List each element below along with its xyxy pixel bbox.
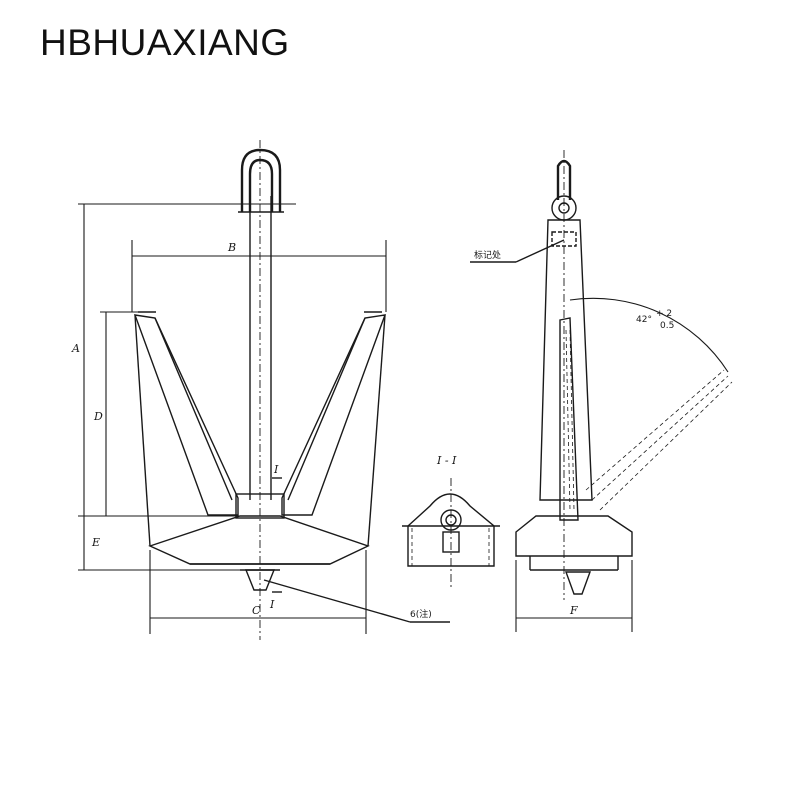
front-shackle [240,148,282,212]
front-left-fluke [133,314,239,516]
front-crown-boss [235,493,285,519]
angle-tol-lower: 0.5 [660,321,674,331]
dim-a-label: A [71,342,80,355]
note-label: 6(注) [410,608,432,620]
side-base [515,515,633,557]
angle-arc [569,297,729,373]
front-dimensions: B A D E C [71,203,387,634]
angle-label: 42° [636,315,652,325]
front-right-fluke [281,314,387,516]
dim-c-label: C [252,604,261,617]
dim-b-label: B [227,241,236,254]
section-mark-bottom: I [269,598,275,611]
section-mark-top: I [273,463,279,476]
section-title: I - I [436,454,457,467]
front-crown [148,515,370,565]
mark-location-label: 标记处 [474,249,501,261]
mark-leader [515,239,565,263]
front-right-fluke-edge [367,314,386,547]
section-body [407,493,495,567]
front-left-fluke-edge [134,314,151,547]
section-view: I - I [402,454,500,590]
dim-d-label: D [93,410,103,423]
side-fluke [559,317,579,521]
brand-logo-text: HBHUAXIANG [40,22,290,63]
dim-f-label: F [569,604,578,617]
side-tip [565,571,591,595]
angle-tol-upper: + 2 [656,309,672,319]
side-view: 42° + 2 0.5 标记处 F [470,150,733,632]
side-shank [539,219,593,501]
dim-e-label: E [91,536,100,549]
note-leader [263,579,411,623]
front-view: I I 6(注) [133,140,450,640]
side-swung-fluke [591,375,729,501]
